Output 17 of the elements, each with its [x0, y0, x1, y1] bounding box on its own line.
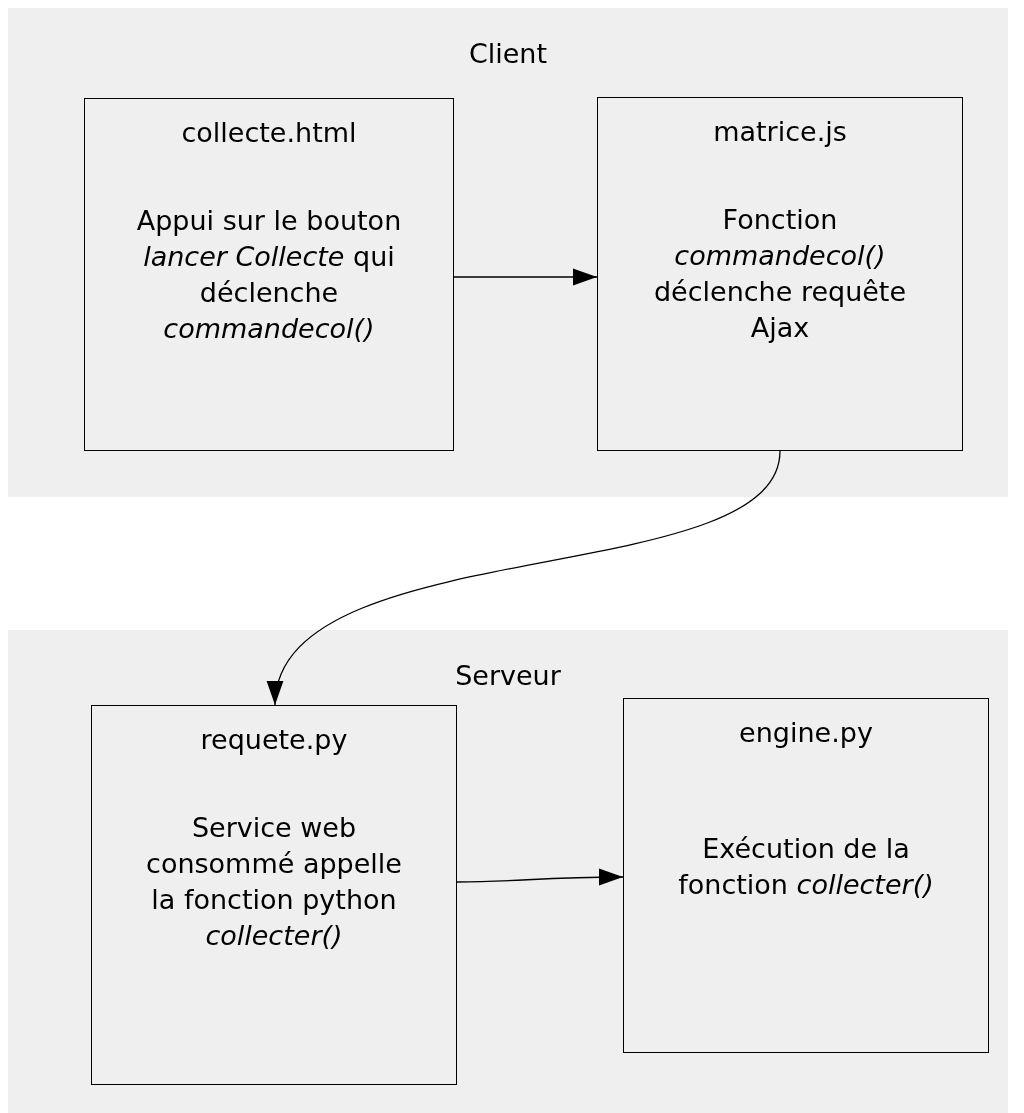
description-text: Fonction commandecol() déclenche requête Ajax [652, 203, 908, 345]
description-text: Appui sur le bouton lancer Collecte qui déclenche commandecol() [135, 204, 403, 346]
file-name: engine.py [738, 716, 874, 750]
cluster-background [8, 630, 1008, 1113]
file-name: collecte.html [180, 116, 358, 150]
file-box [597, 97, 963, 451]
file-box [623, 698, 989, 1053]
file-box [84, 98, 454, 451]
file-name: requete.py [199, 723, 349, 757]
arrow [453, 268, 598, 286]
cluster-title: Client [467, 37, 549, 71]
arrow [456, 868, 624, 886]
file-box [91, 705, 457, 1085]
description-text: Service web consommé appelle la fonction python collecter() [145, 811, 403, 953]
cluster-background [8, 8, 1008, 497]
description-text: Exécution de la fonction collecter() [677, 832, 935, 902]
file-name: matrice.js [712, 115, 848, 149]
